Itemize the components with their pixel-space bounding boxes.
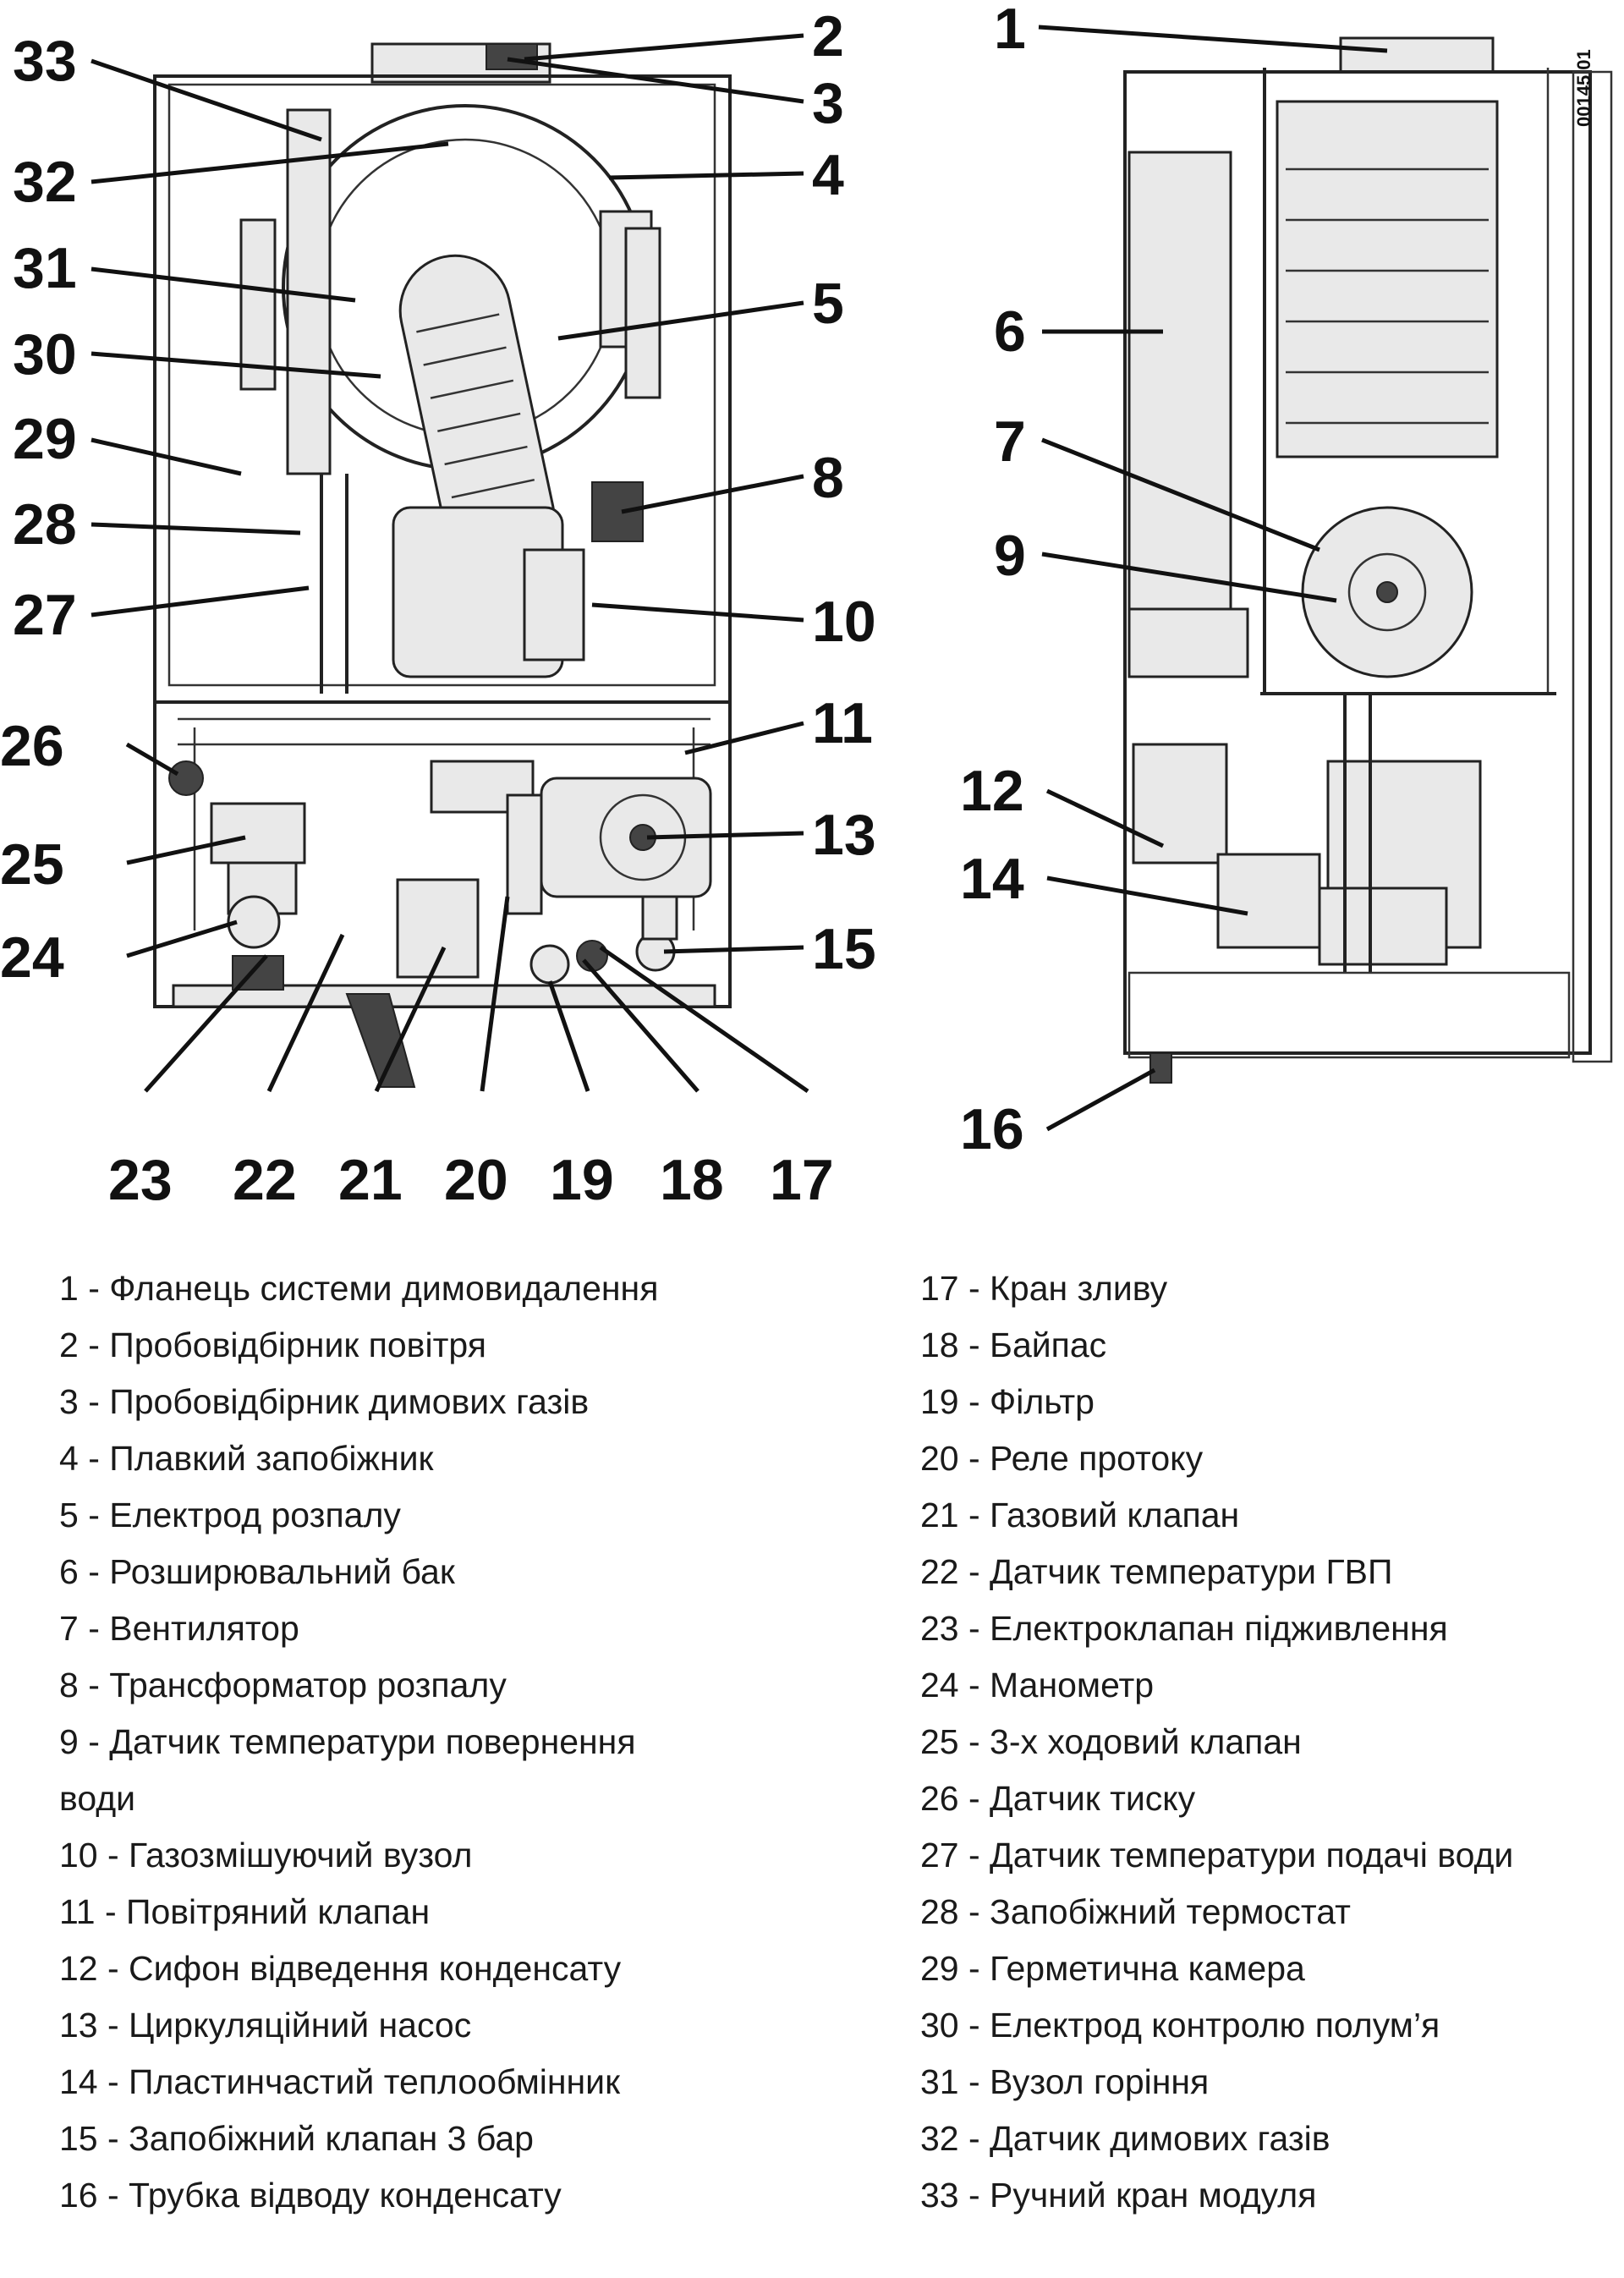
callout-3: 3	[812, 71, 844, 135]
callout-7: 7	[994, 409, 1026, 474]
legend-column-right: 17 - Кран зливу 18 - Байпас 19 - Фільтр …	[920, 1260, 1614, 2224]
callout-19: 19	[550, 1148, 614, 1212]
callout-9: 9	[994, 524, 1026, 588]
callout-4: 4	[812, 143, 844, 207]
legend-item: 21 - Газовий клапан	[920, 1496, 1240, 1534]
callout-24: 24	[0, 925, 64, 990]
legend-item: 15 - Запобіжний клапан 3 бар	[59, 2119, 534, 2158]
legend-item: 13 - Циркуляційний насос	[59, 2006, 472, 2045]
callout-20: 20	[444, 1148, 508, 1212]
parts-legend: 1 - Фланець системи димовидалення 2 - Пр…	[0, 1260, 1607, 2259]
legend-item: 18 - Байпас	[920, 1326, 1107, 1364]
legend-item: 27 - Датчик температури подачі води	[920, 1836, 1514, 1875]
legend-item: 2 - Пробовідбірник повітря	[59, 1326, 486, 1364]
callout-5: 5	[812, 272, 844, 336]
callout-2: 2	[812, 4, 844, 69]
callout-22: 22	[233, 1148, 297, 1212]
callout-27: 27	[13, 583, 77, 647]
legend-item: 22 - Датчик температури ГВП	[920, 1552, 1393, 1591]
callout-14: 14	[960, 847, 1024, 911]
callout-15: 15	[812, 917, 876, 981]
legend-item: 29 - Герметична камера	[920, 1949, 1305, 1988]
boiler-front-view	[153, 42, 732, 1088]
callout-11: 11	[812, 691, 873, 755]
drawing-number-stamp: 00145 01	[1573, 49, 1594, 127]
legend-item: 5 - Електрод розпалу	[59, 1496, 401, 1534]
callout-26: 26	[0, 714, 64, 778]
legend-item: 9 - Датчик температури повернення	[59, 1722, 636, 1761]
legend-item: 16 - Трубка відводу конденсату	[59, 2176, 562, 2215]
callout-1: 1	[994, 0, 1026, 61]
callout-13: 13	[812, 803, 876, 867]
callout-8: 8	[812, 446, 844, 510]
callout-18: 18	[660, 1148, 724, 1212]
legend-item: 20 - Реле протоку	[920, 1439, 1204, 1478]
legend-item: 25 - 3-х ходовий клапан	[920, 1722, 1302, 1761]
legend-item: 28 - Запобіжний термостат	[920, 1892, 1351, 1931]
callout-numbers: 33 32 31 30 29 28 27 26 25 24 23 22 21 2…	[0, 0, 1026, 1212]
legend-item: 12 - Сифон відведення конденсату	[59, 1949, 622, 1988]
legend-item: 26 - Датчик тиску	[920, 1779, 1196, 1818]
legend-item: 3 - Пробовідбірник димових газів	[59, 1382, 590, 1421]
legend-column-left: 1 - Фланець системи димовидалення 2 - Пр…	[59, 1260, 820, 2224]
legend-item: 14 - Пластинчастий теплообмінник	[59, 2062, 621, 2101]
legend-item: 17 - Кран зливу	[920, 1269, 1168, 1308]
callout-29: 29	[13, 407, 77, 471]
callout-17: 17	[770, 1148, 834, 1212]
legend-item: 11 - Повітряний клапан	[59, 1892, 431, 1931]
boiler-side-view	[1123, 36, 1613, 1084]
legend-item: 19 - Фільтр	[920, 1382, 1095, 1421]
callout-30: 30	[13, 322, 77, 387]
callout-10: 10	[812, 590, 876, 654]
callout-28: 28	[13, 492, 77, 557]
callout-21: 21	[338, 1148, 403, 1212]
legend-item: 6 - Розширювальний бак	[59, 1552, 455, 1591]
legend-item: 33 - Ручний кран модуля	[920, 2176, 1317, 2215]
boiler-diagram: 00145 01	[0, 0, 1613, 1212]
legend-item: 10 - Газозмішуючий вузол	[59, 1836, 473, 1875]
legend-item: 32 - Датчик димових газів	[920, 2119, 1330, 2158]
callout-23: 23	[108, 1148, 173, 1212]
legend-item: 31 - Вузол горіння	[920, 2062, 1210, 2101]
legend-item: 4 - Плавкий запобіжник	[59, 1439, 434, 1478]
legend-item: 1 - Фланець системи димовидалення	[59, 1269, 659, 1308]
legend-item: 23 - Електроклапан підживлення	[920, 1609, 1448, 1648]
legend-item: 24 - Манометр	[920, 1666, 1155, 1704]
legend-item: 30 - Електрод контролю полум’я	[920, 2006, 1440, 2045]
callout-25: 25	[0, 832, 64, 897]
legend-item: 7 - Вентилятор	[59, 1609, 299, 1648]
leader-lines	[91, 25, 1388, 1132]
callout-16: 16	[960, 1097, 1024, 1161]
callout-31: 31	[13, 236, 77, 300]
callout-12: 12	[960, 759, 1024, 823]
callout-6: 6	[994, 299, 1026, 364]
legend-item: 8 - Трансформатор розпалу	[59, 1666, 507, 1704]
callout-33: 33	[13, 29, 77, 93]
legend-item: води	[59, 1779, 136, 1818]
callout-32: 32	[13, 150, 77, 214]
